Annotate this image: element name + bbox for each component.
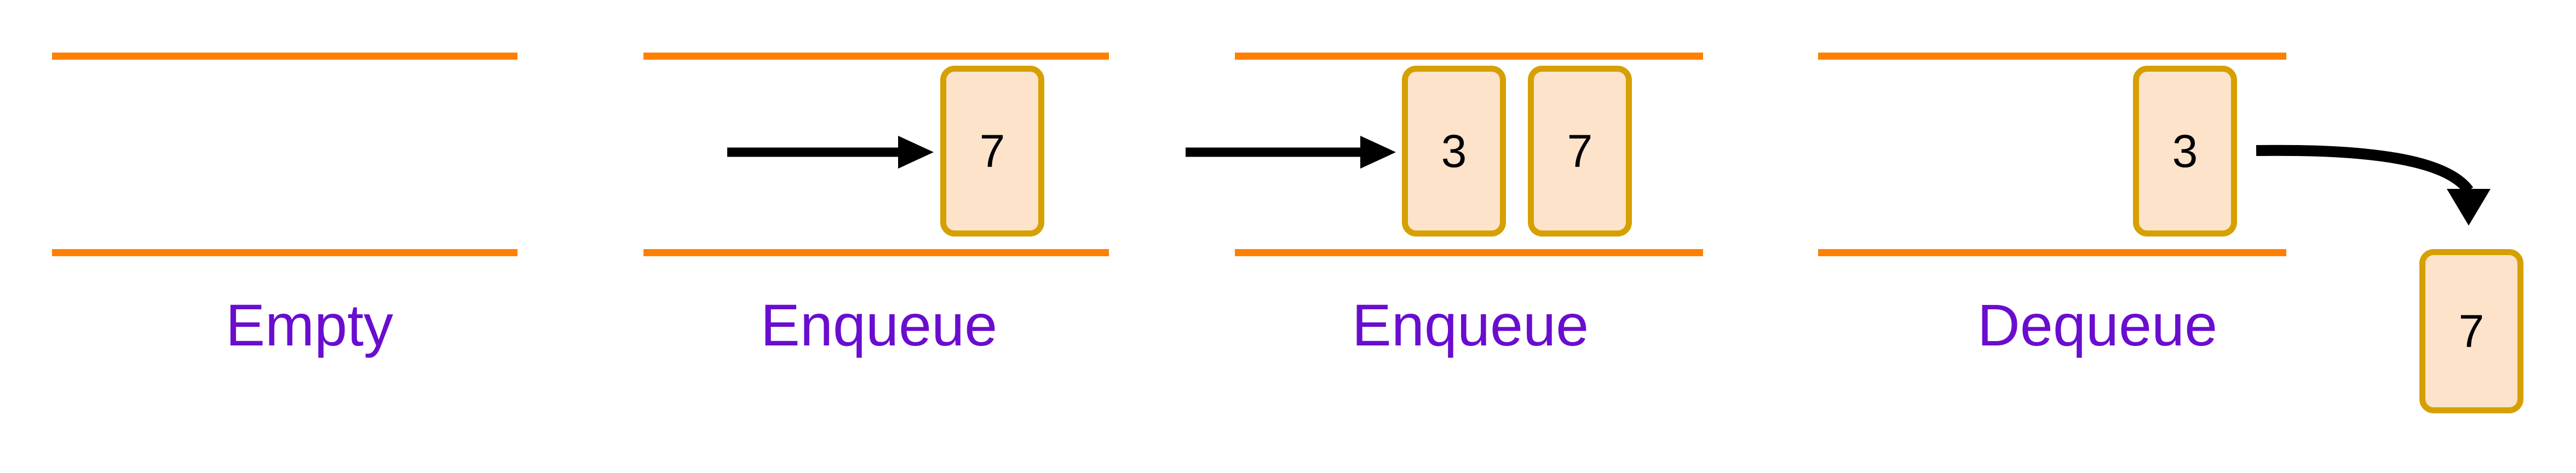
queue-rail-bottom	[1818, 249, 2286, 256]
queue-cell-value: 3	[1441, 125, 1467, 177]
queue-cell: 7	[940, 66, 1044, 236]
queue-rail-bottom	[643, 249, 1109, 256]
queue-cell-value: 3	[2172, 125, 2198, 177]
queue-cell: 7	[1528, 66, 1632, 236]
queue-cell: 3	[2133, 66, 2237, 236]
enqueue-arrow	[727, 136, 934, 169]
queue-cell: 3	[1402, 66, 1506, 236]
queue-rail-top	[1818, 53, 2286, 60]
dequeue-arrow	[2256, 145, 2491, 226]
queue-rail-top	[52, 53, 518, 60]
queue-rail-bottom	[52, 249, 518, 256]
queue-cell-value: 7	[979, 125, 1005, 177]
queue-rail-top	[643, 53, 1109, 60]
panel-caption-dequeue: Dequeue	[1977, 292, 2218, 358]
panel-caption-empty: Empty	[225, 292, 394, 358]
queue-cell-value: 7	[1567, 125, 1593, 177]
panel-caption-enqueue-7: Enqueue	[760, 292, 998, 358]
dequeued-cell: 7	[2419, 249, 2523, 413]
queue-rail-top	[1235, 53, 1703, 60]
dequeued-cell-value: 7	[2458, 305, 2485, 357]
panel-caption-enqueue-3: Enqueue	[1352, 292, 1589, 358]
queue-rail-bottom	[1235, 249, 1703, 256]
enqueue-arrow	[1186, 136, 1396, 169]
